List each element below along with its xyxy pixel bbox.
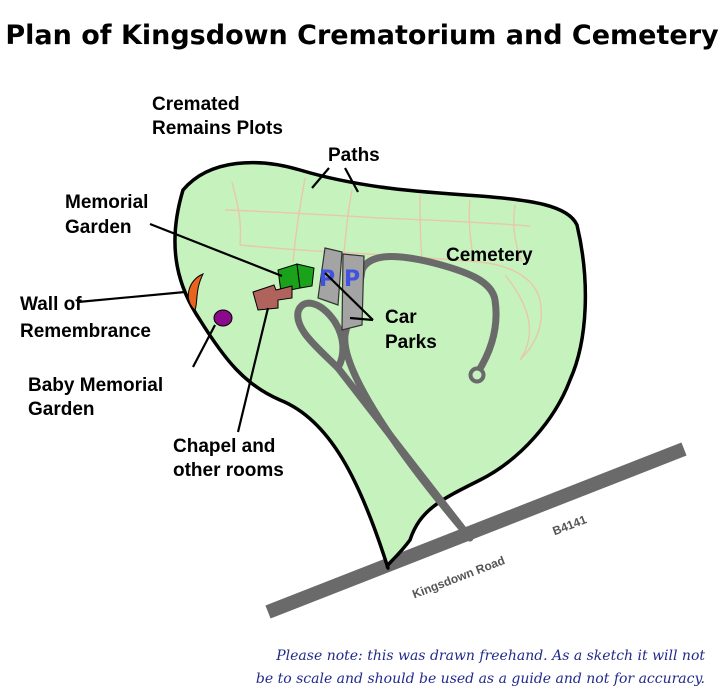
paths-label: Paths — [328, 145, 380, 166]
disclaimer-note-line-2: be to scale and should be used as a guid… — [256, 671, 705, 687]
car-park-right — [341, 253, 365, 331]
leader-lines — [77, 167, 374, 433]
chapel-label-1: Chapel and — [173, 436, 275, 457]
chapel-label-2: other rooms — [173, 460, 284, 481]
parking-sign-left: P — [319, 267, 335, 292]
memorial-garden-extension — [296, 263, 315, 289]
baby-memorial-label-2: Garden — [28, 399, 95, 420]
map-title: Plan of Kingsdown Crematorium and Cemete… — [5, 20, 719, 51]
memorial-garden-label-2: Garden — [65, 217, 132, 238]
chapel — [252, 284, 293, 311]
turning-circle — [468, 366, 486, 384]
road-number-label: B4141 — [551, 512, 589, 538]
car-parks-label-1: Car — [385, 307, 417, 328]
parking-sign-right: P — [344, 267, 360, 292]
wall-of-remembrance-label-1: Wall of — [20, 294, 82, 315]
memorial-garden-label-1: Memorial — [65, 192, 148, 213]
cemetery-grounds — [173, 160, 588, 570]
disclaimer-note-line-1: Please note: this was drawn freehand. As… — [275, 648, 705, 664]
cremated-remains-label-2: Remains Plots — [152, 118, 283, 139]
cemetery-label: Cemetery — [446, 245, 533, 266]
road-name-label: Kingsdown Road — [410, 553, 507, 601]
wall-of-remembrance — [187, 273, 205, 311]
paths-network — [224, 177, 542, 361]
baby-memorial-label-1: Baby Memorial — [28, 375, 163, 396]
kingsdown-road — [265, 442, 687, 619]
car-parks-label-2: Parks — [385, 332, 437, 353]
baby-memorial-garden — [213, 309, 233, 327]
cremated-remains-label-1: Cremated — [152, 94, 240, 115]
wall-of-remembrance-label-2: Remembrance — [20, 321, 151, 342]
